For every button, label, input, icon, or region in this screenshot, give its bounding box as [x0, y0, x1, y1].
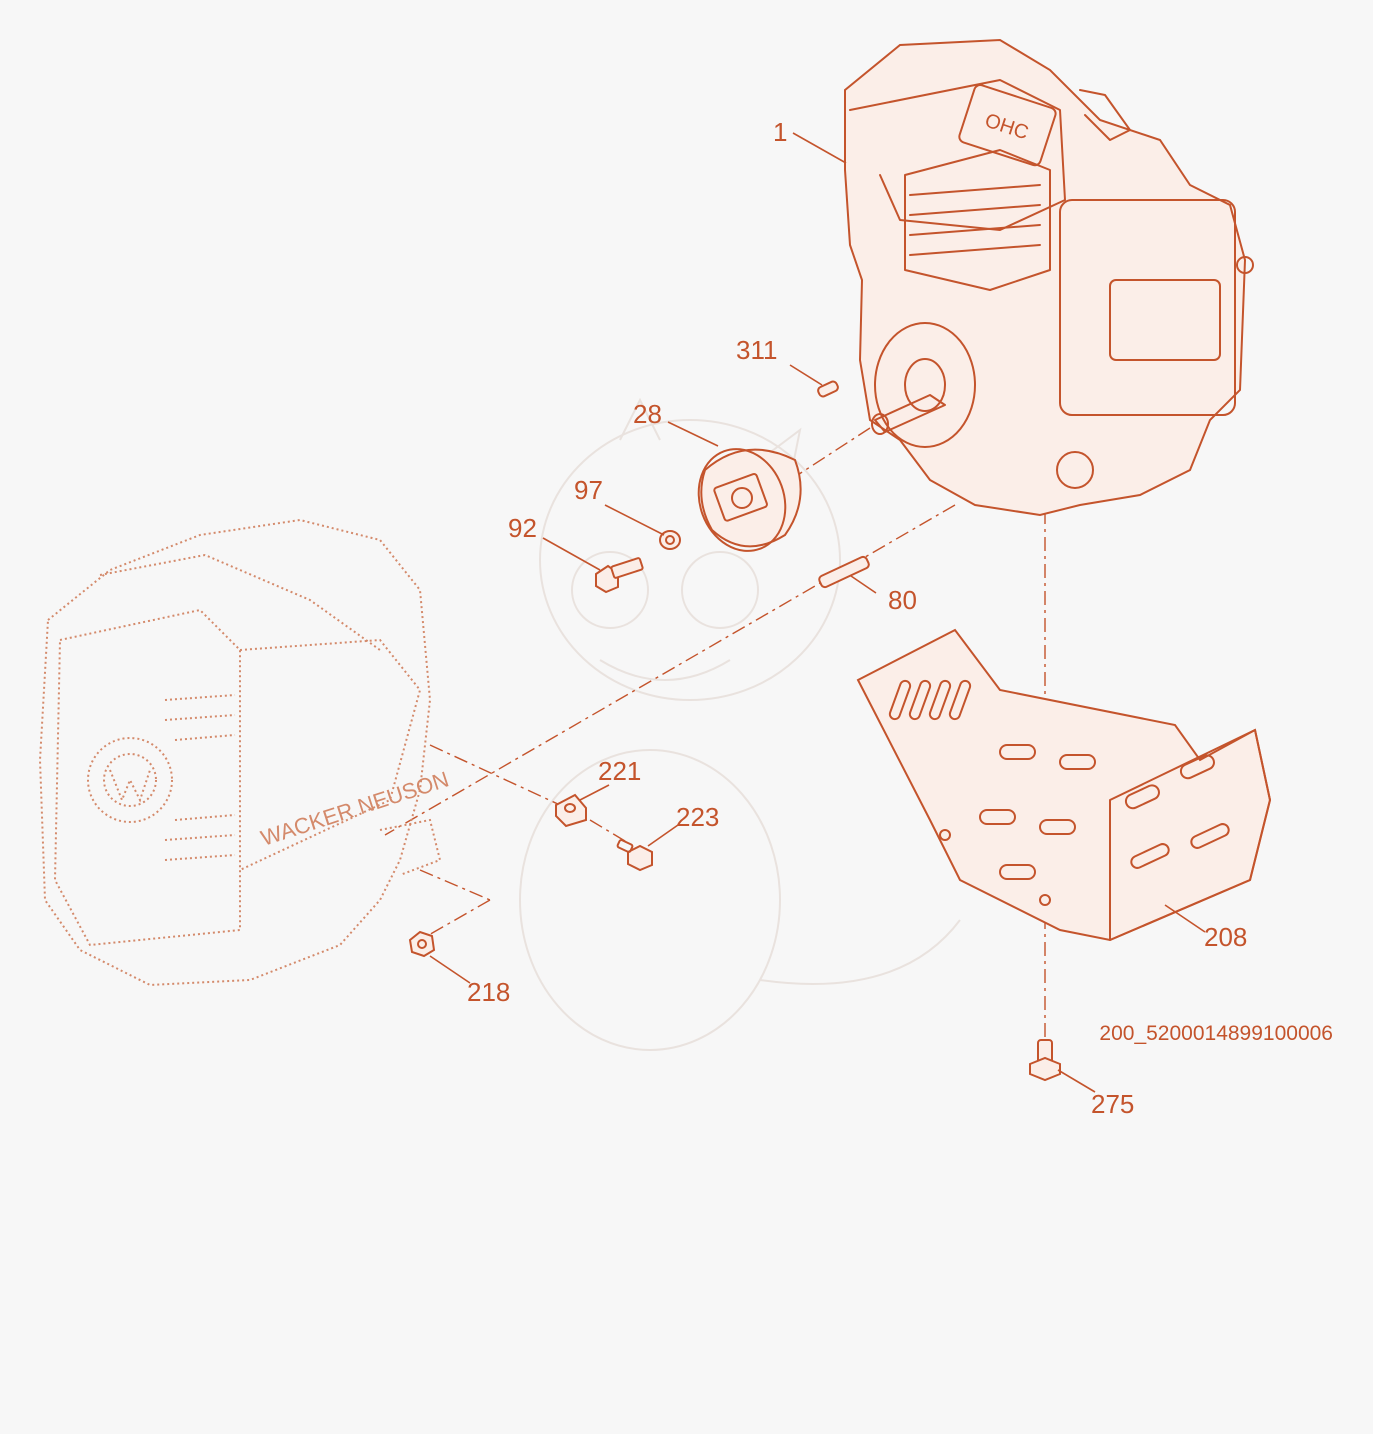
washer-part-97 [659, 530, 681, 550]
callout-97: 97 [574, 475, 603, 505]
coupling-part-28 [697, 448, 802, 552]
callout-218: 218 [467, 977, 510, 1007]
clip-part-221 [555, 793, 587, 828]
bolt-part-92 [595, 557, 644, 594]
nut-part-218 [408, 930, 436, 958]
callout-221: 221 [598, 756, 641, 786]
housing-logo: WACKER NEUSON [258, 766, 452, 850]
leader-lines [429, 132, 1206, 1093]
watermark-illustration [519, 397, 961, 1051]
callout-92: 92 [508, 513, 537, 543]
callout-80: 80 [888, 585, 917, 615]
screw-part-223 [616, 839, 653, 872]
bolt-part-275 [1029, 1039, 1061, 1082]
generator-housing: WACKER NEUSON [38, 518, 452, 987]
engine-part-1: OHC [844, 38, 1254, 517]
drawing-id: 200_5200014899100006 [1099, 1022, 1333, 1045]
callout-labels: 1 311 28 97 92 80 221 223 208 218 275 [467, 117, 1247, 1119]
callout-311: 311 [736, 335, 777, 365]
callout-223: 223 [676, 802, 719, 832]
callout-275: 275 [1091, 1089, 1134, 1119]
stud-part-80 [818, 555, 870, 589]
callout-208: 208 [1204, 922, 1247, 952]
callout-28: 28 [633, 399, 662, 429]
base-plate-part-208 [856, 628, 1272, 942]
pin-part-311 [817, 380, 839, 398]
callout-1: 1 [773, 117, 787, 147]
